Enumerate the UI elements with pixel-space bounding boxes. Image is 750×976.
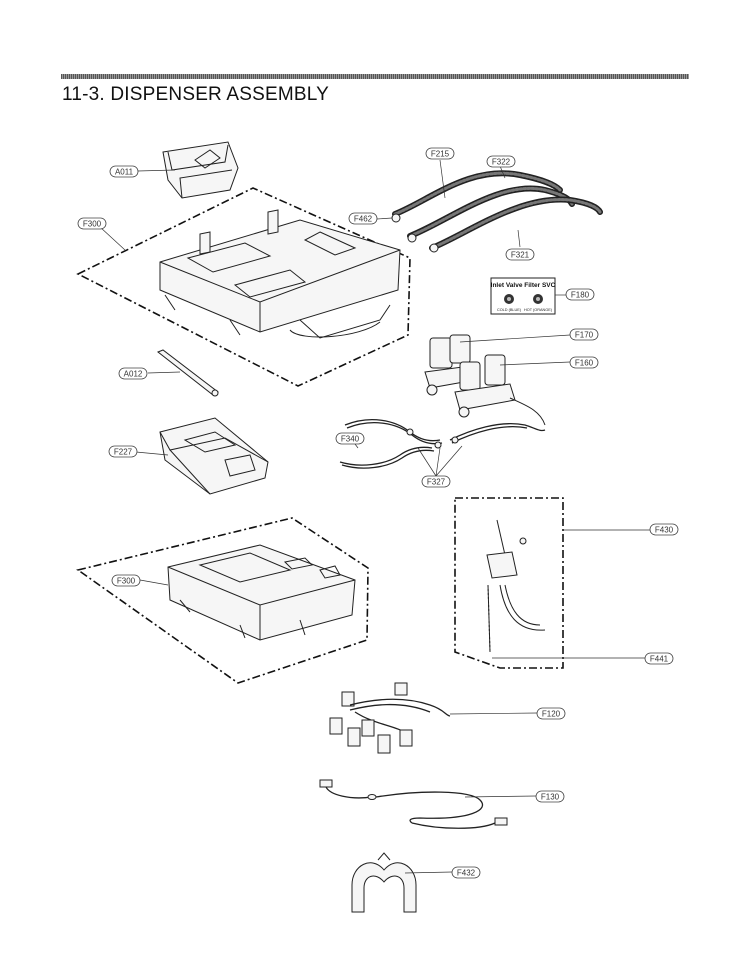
svg-text:F300: F300 — [117, 577, 136, 586]
svg-text:F340: F340 — [341, 435, 360, 444]
leader-a011 — [137, 169, 176, 172]
part-f340-hoses — [339, 419, 546, 469]
filter-label-hot: HOT (ORANGE) — [524, 308, 553, 312]
part-lower-dispenser — [167, 544, 356, 641]
leader-f130 — [464, 795, 537, 798]
callout-f430: F430 — [649, 523, 679, 536]
leader-f300-upper — [99, 226, 126, 251]
callout-f322: F322 — [486, 155, 516, 168]
part-f130-wire — [319, 779, 508, 829]
svg-text:F227: F227 — [114, 448, 133, 457]
callout-f327: F327 — [421, 475, 451, 488]
leader-f160 — [499, 361, 571, 366]
callout-a012: A012 — [118, 367, 148, 380]
filter-label-title: Inlet Valve Filter SVC — [491, 282, 556, 289]
upper-dispenser-outline — [76, 187, 411, 387]
callout-f321: F321 — [505, 248, 535, 261]
svg-text:F430: F430 — [655, 526, 674, 535]
callout-f227: F227 — [108, 445, 138, 458]
leader-f170 — [459, 334, 571, 343]
callout-f160: F160 — [569, 356, 599, 369]
part-f227-tray — [159, 417, 269, 495]
svg-text:F300: F300 — [83, 220, 102, 229]
svg-text:F322: F322 — [492, 158, 511, 167]
callout-f432: F432 — [451, 866, 481, 879]
svg-text:F432: F432 — [457, 869, 476, 878]
svg-text:F120: F120 — [542, 710, 561, 719]
callout-f215: F215 — [425, 147, 455, 160]
svg-text:F160: F160 — [575, 359, 594, 368]
page-title: 11-3. DISPENSER ASSEMBLY — [62, 84, 330, 105]
part-a012-rod — [157, 349, 219, 397]
svg-text:F321: F321 — [511, 251, 530, 260]
callout-f170: F170 — [569, 328, 599, 341]
filter-label-cold: COLD (BLUE) — [497, 308, 522, 312]
svg-text:A012: A012 — [124, 370, 143, 379]
leader-f227 — [135, 451, 169, 456]
filter-label-card: Inlet Valve Filter SVC COLD (BLUE) HOT (… — [490, 277, 556, 315]
part-a011-tray — [162, 141, 239, 199]
part-hoses — [391, 170, 603, 253]
leader-f322 — [499, 165, 506, 179]
svg-text:F327: F327 — [427, 478, 446, 487]
svg-text:F215: F215 — [431, 150, 450, 159]
svg-text:F441: F441 — [650, 655, 669, 664]
part-drain-hose — [486, 519, 546, 653]
part-inlet-valves — [424, 334, 546, 426]
callout-f300-lower: F300 — [111, 574, 141, 587]
svg-text:F180: F180 — [571, 291, 590, 300]
leader-f432 — [404, 871, 453, 874]
leader-f300-lower — [139, 579, 169, 586]
callout-f120: F120 — [536, 707, 566, 720]
leader-f321 — [517, 229, 521, 248]
callout-f441: F441 — [644, 652, 674, 665]
callout-f130: F130 — [535, 790, 565, 803]
callout-f300-upper: F300 — [77, 217, 107, 230]
callout-f180: F180 — [565, 288, 595, 301]
part-f120-harness — [329, 682, 451, 754]
svg-text:F170: F170 — [575, 331, 594, 340]
leader-a012 — [147, 371, 181, 374]
callout-f340: F340 — [335, 432, 365, 445]
svg-text:A011: A011 — [115, 168, 134, 177]
leader-f462 — [376, 217, 393, 220]
drain-hose-outline — [454, 497, 564, 669]
leader-f215 — [439, 159, 446, 199]
part-f432-clip — [351, 852, 417, 913]
leader-f327 — [417, 445, 463, 477]
svg-text:F462: F462 — [354, 215, 373, 224]
title-rule — [61, 74, 689, 79]
leader-f120 — [449, 712, 538, 715]
part-upper-dispenser — [159, 209, 401, 339]
svg-text:F130: F130 — [541, 793, 560, 802]
lower-dispenser-outline — [76, 517, 369, 684]
callout-a011: A011 — [109, 165, 139, 178]
callout-f462: F462 — [348, 212, 378, 225]
